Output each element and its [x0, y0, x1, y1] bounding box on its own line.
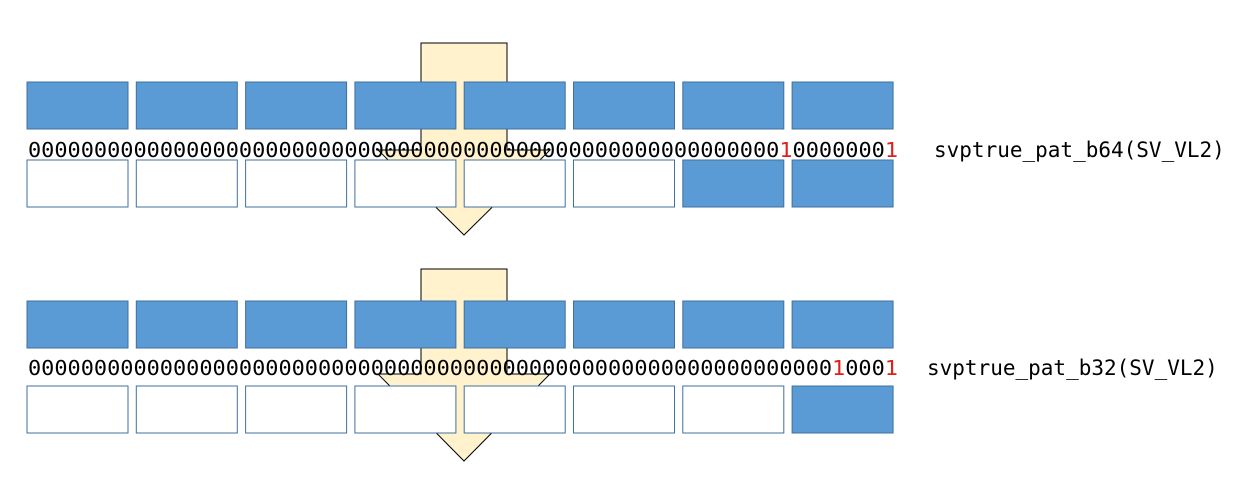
source-lane-8	[791, 300, 894, 349]
predicate-bits: 0000000000000000000000000000000000000000…	[28, 138, 898, 162]
result-lane-1	[26, 385, 129, 434]
predicate-bits: 0000000000000000000000000000000000000000…	[28, 356, 898, 380]
result-lane-3	[245, 159, 348, 208]
source-lane-6	[573, 81, 675, 130]
result-lane-2	[135, 159, 238, 208]
result-lane-2	[135, 385, 238, 434]
result-lane-8	[791, 385, 894, 434]
source-lane-7	[682, 300, 785, 349]
diagram-2: 0000000000000000000000000000000000000000…	[26, 268, 1218, 462]
result-lane-3	[245, 385, 348, 434]
source-lane-4	[354, 300, 457, 349]
source-lane-5	[463, 300, 566, 349]
result-lane-4	[354, 159, 457, 208]
source-lane-2	[135, 300, 238, 349]
result-lane-8	[791, 159, 894, 208]
diagram-1: 0000000000000000000000000000000000000000…	[26, 42, 1225, 236]
source-lane-4	[354, 81, 457, 130]
source-lane-7	[682, 81, 785, 130]
result-lane-4	[354, 385, 457, 434]
source-lane-5	[463, 81, 566, 130]
source-lane-3	[245, 300, 348, 349]
source-lane-1	[26, 300, 129, 349]
source-lane-8	[791, 81, 894, 130]
source-lane-2	[135, 81, 238, 130]
function-label: svptrue_pat_b64(SV_VL2)	[934, 138, 1225, 162]
result-lane-1	[26, 159, 129, 208]
result-lane-7	[682, 385, 785, 434]
result-lane-5	[463, 159, 566, 208]
result-lane-5	[463, 385, 566, 434]
result-lane-7	[682, 159, 785, 208]
source-lane-1	[26, 81, 129, 130]
source-lane-3	[245, 81, 348, 130]
result-lane-6	[573, 159, 675, 208]
function-label: svptrue_pat_b32(SV_VL2)	[927, 356, 1218, 380]
source-lane-6	[573, 300, 675, 349]
result-lane-6	[573, 385, 675, 434]
